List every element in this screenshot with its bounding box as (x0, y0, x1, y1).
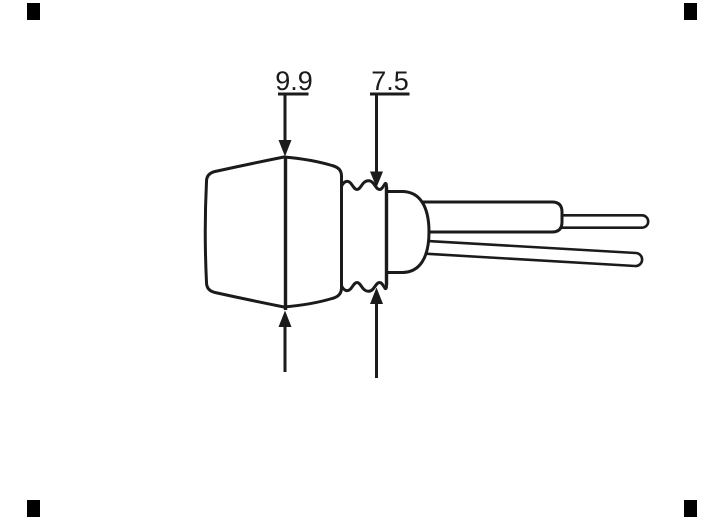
lamp-neck (385, 190, 431, 274)
glass-tube (413, 200, 564, 234)
dimension-9-9-arrow-down-icon (278, 140, 292, 157)
lamp-cap-body (203, 155, 343, 309)
crop-mark-bottom-right (684, 500, 697, 517)
bushing-top-ribs (339, 179, 388, 192)
crop-mark-top-left (27, 3, 40, 20)
crop-mark-bottom-left (27, 500, 40, 517)
dimension-label-7-5: 7.5 (371, 66, 409, 96)
dimension-label-9-9: 9.9 (275, 66, 313, 96)
lead-wire-top (554, 214, 650, 229)
dimension-7-5-arrow-down-icon (370, 171, 383, 188)
bushing-bottom-ribs (339, 280, 388, 293)
dimension-9-9: 9.9 (275, 66, 313, 372)
dimension-9-9-arrow-up-icon (278, 310, 292, 327)
lead-wire-bottom (421, 239, 644, 268)
crop-mark-top-right (684, 3, 697, 20)
dimension-7-5: 7.5 (370, 66, 410, 378)
dimension-7-5-arrow-up-icon (370, 287, 383, 304)
